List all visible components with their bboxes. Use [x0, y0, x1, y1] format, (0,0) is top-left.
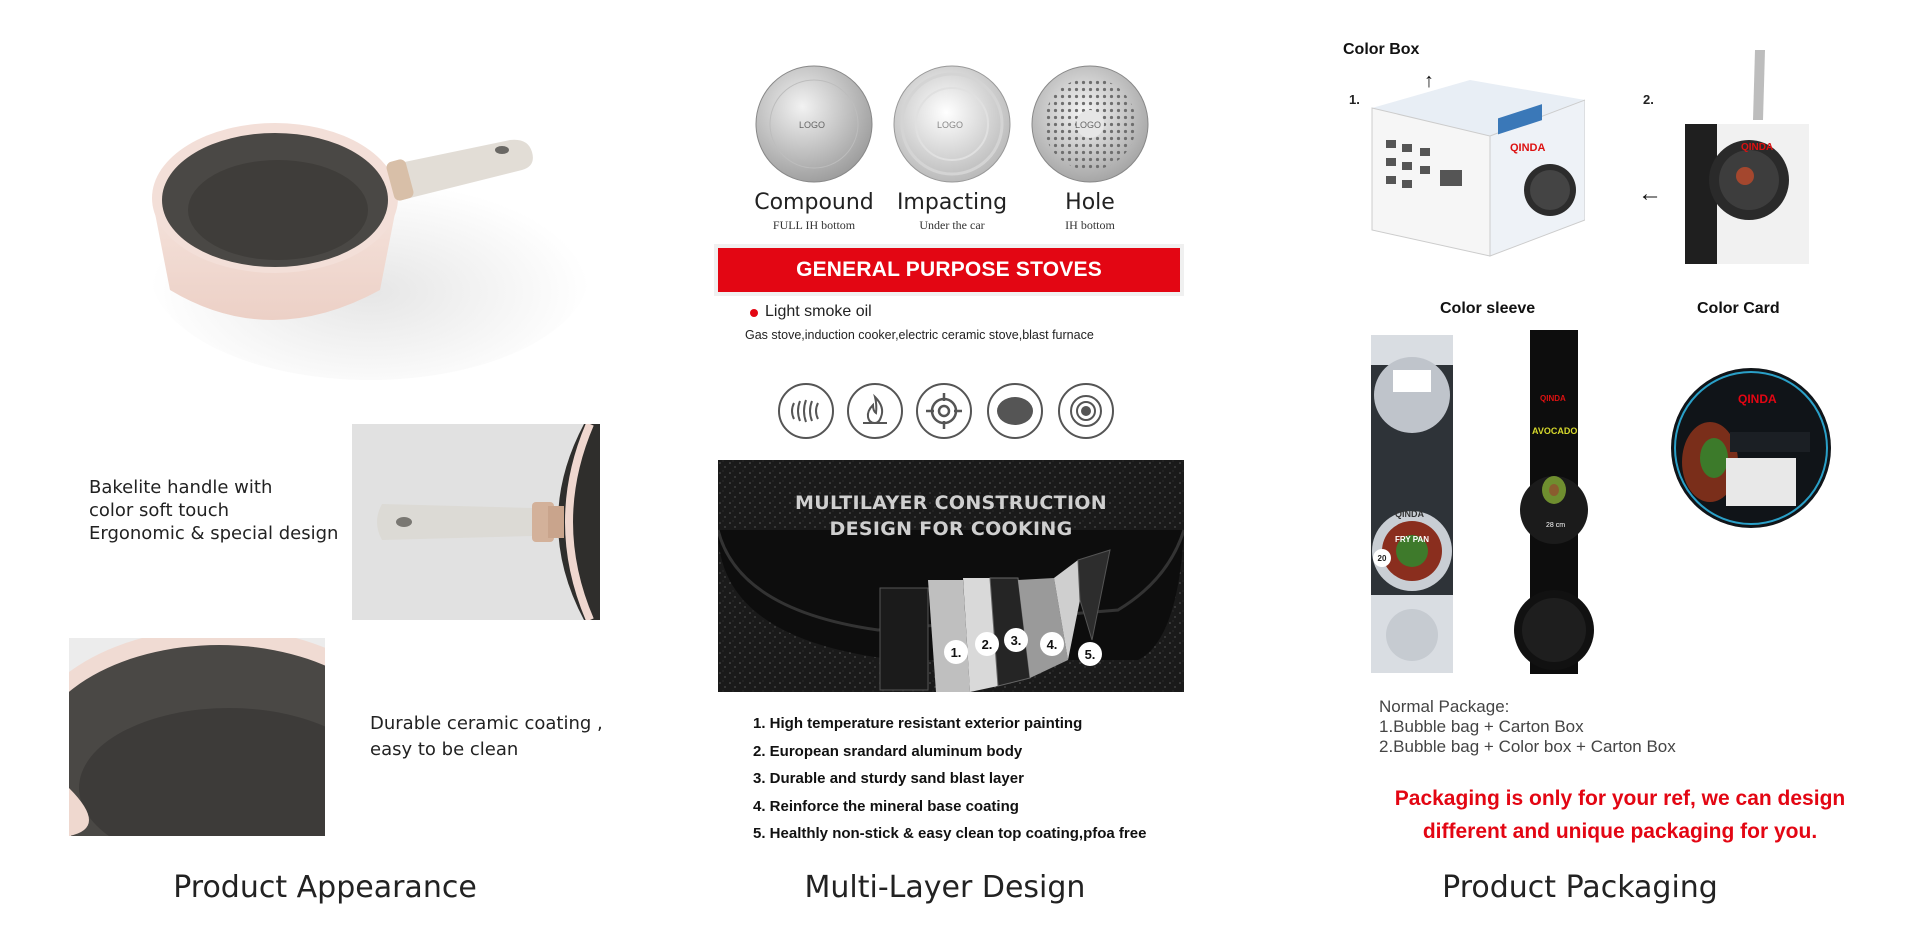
color-sleeve-2-image: QINDA AVOCADO 28 cm — [1512, 330, 1596, 679]
bottom-sub-impacting: Under the car — [919, 218, 985, 232]
arrow-up-icon: ↑ — [1424, 70, 1434, 92]
list-item: 1. High temperature resistant exterior p… — [753, 715, 1083, 732]
bottom-impacting: LOGO — [893, 65, 1011, 188]
color-box-image: QINDA — [1370, 80, 1586, 265]
sleeve-1-caption: FRY PAN — [1395, 535, 1430, 544]
color-sleeve-1-image: QINDA FRY PAN 20 — [1367, 335, 1457, 678]
sleeve-1-brand: QINDA — [1395, 509, 1424, 519]
handle-desc-line-2: color soft touch — [89, 500, 230, 521]
package-number-2: 2. — [1643, 92, 1654, 107]
general-purpose-banner: GENERAL PURPOSE STOVES — [718, 248, 1180, 292]
list-item: 4. Reinforce the mineral base coating — [753, 797, 1019, 815]
color-card-image: QINDA — [1670, 362, 1832, 539]
list-item: 5. Healthly non-stick & easy clean top c… — [753, 825, 1147, 842]
layer-badge-2: 2. — [975, 632, 999, 656]
handle-desc-line-3: Ergonomic & special design — [89, 523, 339, 544]
section-title-multilayer: Multi-Layer Design — [804, 870, 1086, 905]
list-item: 2. European srandard aluminum body — [753, 742, 1023, 760]
bottom-sub-compound: FULL IH bottom — [772, 218, 856, 232]
layer-list: 1. High temperature resistant exterior p… — [753, 710, 1193, 848]
package-number-1: 1. — [1349, 92, 1360, 107]
logo-mark: LOGO — [1075, 120, 1102, 130]
construction-title-line-2: DESIGN FOR COOKING — [829, 518, 1073, 540]
compound-bottom-icon — [755, 65, 873, 183]
bottom-label-hole: Hole — [1065, 190, 1115, 215]
impacting-bottom-icon — [893, 65, 1011, 183]
layer-badge-3: 3. — [1004, 628, 1028, 652]
stove-types-text: Gas stove,induction cooker,electric cera… — [745, 328, 1094, 342]
handle-desc-line-1: Bakelite handle with — [89, 477, 273, 498]
logo-mark: LOGO — [937, 120, 964, 130]
logo-mark: LOGO — [799, 120, 826, 130]
sleeve-1-size-badge: 20 — [1373, 549, 1391, 567]
ceramic-plate-icon — [987, 383, 1043, 439]
packaging-note: Packaging is only for your ref, we can d… — [1360, 782, 1880, 848]
layer-badge-1: 1. — [944, 640, 968, 664]
normal-package: Normal Package: 1.Bubble bag + Carton Bo… — [1379, 697, 1799, 757]
coating-desc-line-2: easy to be clean — [370, 739, 519, 760]
packaging-note-line-1: Packaging is only for your ref, we can d… — [1394, 787, 1846, 810]
sleeve-2-caption: AVOCADO — [1532, 426, 1578, 436]
flame-icon — [847, 383, 903, 439]
color-card-label: Color Card — [1697, 300, 1780, 317]
list-item: 1.Bubble bag + Carton Box — [1379, 717, 1584, 736]
list-item: 3. Durable and sturdy sand blast layer — [753, 770, 1024, 787]
coating-closeup-image — [69, 638, 325, 836]
card-brand: QINDA — [1738, 392, 1777, 406]
coil-stove-icon — [778, 383, 834, 439]
gas-burner-icon — [916, 383, 972, 439]
handle-closeup-image — [352, 424, 600, 620]
hole-bottom-icon — [1031, 65, 1149, 183]
bottom-label-compound: Compound — [754, 190, 874, 215]
bullet-dot-icon — [750, 309, 758, 317]
card-brand-logo: QINDA — [1741, 142, 1774, 153]
bottom-label-impacting: Impacting — [896, 190, 1008, 215]
list-item: 2.Bubble bag + Color box + Carton Box — [1379, 737, 1676, 756]
induction-icon — [1058, 383, 1114, 439]
sleeve-2-size: 28 cm — [1546, 522, 1566, 529]
light-smoke-oil-text: Light smoke oil — [765, 303, 872, 320]
pan-main-image — [140, 110, 590, 390]
packaging-note-line-2: different and unique packaging for you. — [1422, 820, 1818, 843]
bottom-hole: LOGO — [1031, 65, 1149, 188]
sleeve-2-brand: QINDA — [1540, 394, 1566, 403]
layer-badge-4: 4. — [1040, 632, 1064, 656]
normal-package-title: Normal Package: — [1379, 697, 1510, 716]
arrow-left-icon: ← — [1638, 180, 1662, 207]
section-title-packaging: Product Packaging — [1442, 870, 1718, 905]
color-sleeve-label: Color sleeve — [1440, 300, 1536, 317]
bottom-compound: LOGO — [755, 65, 873, 188]
coating-desc-line-1: Durable ceramic coating , — [370, 713, 603, 734]
construction-title: MULTILAYER CONSTRUCTION DESIGN FOR COOKI… — [718, 490, 1184, 542]
multilayer-construction-image — [718, 460, 1184, 692]
color-box-label: Color Box — [1343, 41, 1420, 58]
coating-description: Durable ceramic coating , easy to be cle… — [370, 711, 630, 763]
bottom-sub-hole: IH bottom — [1065, 218, 1115, 232]
handle-description: Bakelite handle with color soft touch Er… — [89, 476, 349, 545]
layer-badge-5: 5. — [1078, 642, 1102, 666]
color-card-box-image: QINDA — [1683, 50, 1813, 273]
section-title-appearance: Product Appearance — [173, 870, 477, 905]
construction-title-line-1: MULTILAYER CONSTRUCTION — [795, 492, 1107, 514]
box-brand-logo: QINDA — [1510, 142, 1546, 154]
